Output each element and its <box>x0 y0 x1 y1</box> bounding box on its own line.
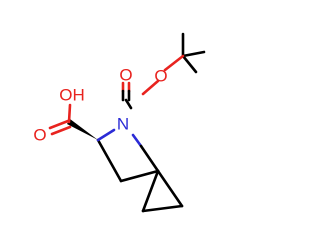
bond-cyclopropane-left <box>141 169 160 213</box>
bond-tbu-methyl-lower <box>181 54 198 74</box>
bond-tbu-methyl-right <box>181 50 206 58</box>
bond-ch2-to-spiro <box>139 144 160 173</box>
atom-label-nitrogen: N <box>117 115 129 134</box>
bond-acid-to-hydroxyl <box>67 103 72 124</box>
atom-label-ester-oxygen: O <box>154 67 167 86</box>
bond-boc-carbonyl-to-nitrogen <box>124 98 133 110</box>
bond-ester-oxygen-to-carbonyl <box>141 79 160 96</box>
bond-ring-ch2-to-alpha-carbon <box>96 138 123 183</box>
atom-label-hydroxyl: OH <box>59 86 85 105</box>
atom-label-acid-carbonyl-oxygen: O <box>33 126 46 145</box>
atom-label-boc-carbonyl-oxygen: O <box>119 66 132 85</box>
bond-acid-carbonyl-double-1 <box>48 119 70 130</box>
chemical-structure-diagram: O O N OH O <box>33 32 206 213</box>
bond-cyclopropane-right <box>156 169 184 208</box>
bond-tbu-to-ester-oxygen <box>163 54 185 72</box>
bond-alpha-carbon-to-nitrogen <box>96 128 116 142</box>
bond-nitrogen-to-ch2 <box>131 133 143 148</box>
bond-spiro-to-ring-ch2 <box>119 169 160 183</box>
wedge-bond-alpha-to-acid <box>67 119 98 140</box>
bond-cyclopropane-bottom <box>141 204 184 213</box>
bond-acid-carbonyl-double-2 <box>50 125 72 136</box>
